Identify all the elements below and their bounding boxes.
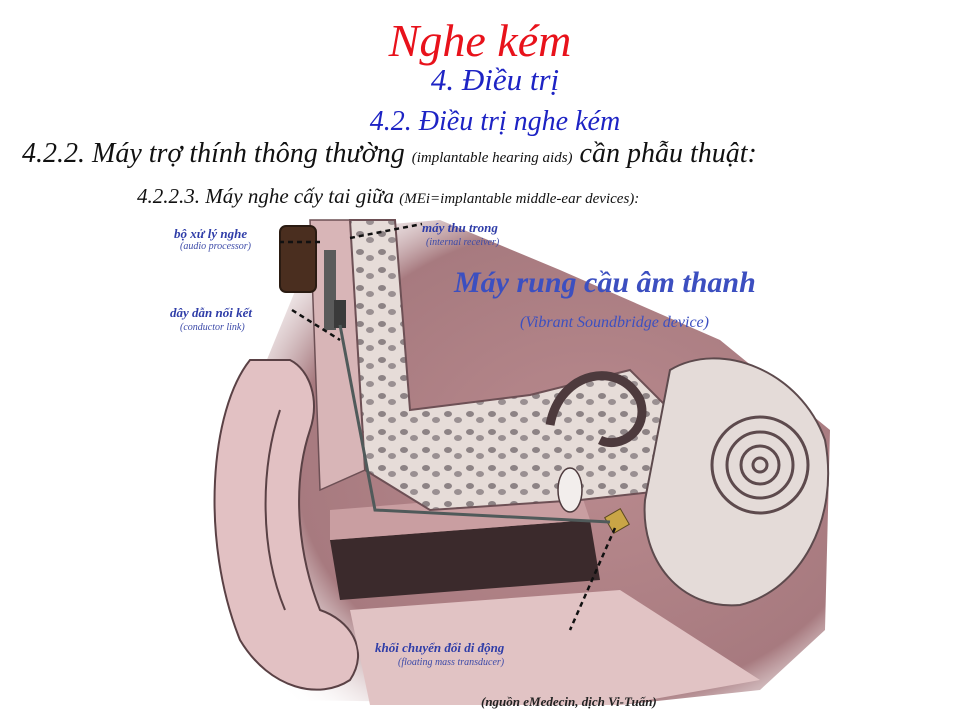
- device-name: Máy rung cầu âm thanh: [454, 266, 756, 299]
- floating-mass-transducer: [604, 508, 630, 534]
- label-fmt: khối chuyển đổi di động: [375, 640, 505, 655]
- subsection-heading: 4.2. Điều trị nghe kém: [369, 106, 621, 137]
- subsub-main: 4.2.2. Máy trợ thính thông thường: [22, 138, 405, 169]
- subsub-heading: 4.2.2. Máy trợ thính thông thường (impla…: [22, 138, 757, 170]
- ear-anatomy-illustration: [213, 219, 830, 705]
- device-english: (Vibrant Soundbridge device): [520, 314, 709, 331]
- label-conductor-link-en: (conductor link): [180, 322, 245, 333]
- subsubsub-main: 4.2.2.3. Máy nghe cấy tai giữa: [137, 184, 394, 208]
- cochlea: [710, 415, 810, 515]
- audio-processor: [279, 225, 317, 293]
- label-conductor-link: dây dẫn nối kết: [170, 305, 252, 320]
- label-audio-processor: bộ xử lý nghe: [174, 226, 248, 241]
- section-heading: 4. Điều trị: [430, 62, 560, 97]
- label-internal-receiver: máy thu trong: [422, 220, 498, 235]
- ear-canal: [330, 520, 600, 600]
- subsubsub-paren: (MEi=implantable middle-ear devices):: [399, 191, 640, 207]
- label-fmt-en: (floating mass transducer): [398, 657, 505, 668]
- conductor-wire: [338, 324, 611, 524]
- label-internal-receiver-en: (internal receiver): [426, 237, 500, 248]
- subsubsub-heading: 4.2.2.3. Máy nghe cấy tai giữa (MEi=impl…: [137, 184, 639, 209]
- outer-ear: [213, 359, 360, 691]
- slide-title: Nghe kém: [388, 15, 572, 66]
- label-audio-processor-en: (audio processor): [180, 241, 252, 252]
- subsub-tail: cần phẫu thuật:: [579, 138, 757, 169]
- subsub-paren: (implantable hearing aids): [411, 150, 573, 166]
- source-credit: (nguồn eMedecin, dịch Vi-Tuấn): [481, 694, 657, 709]
